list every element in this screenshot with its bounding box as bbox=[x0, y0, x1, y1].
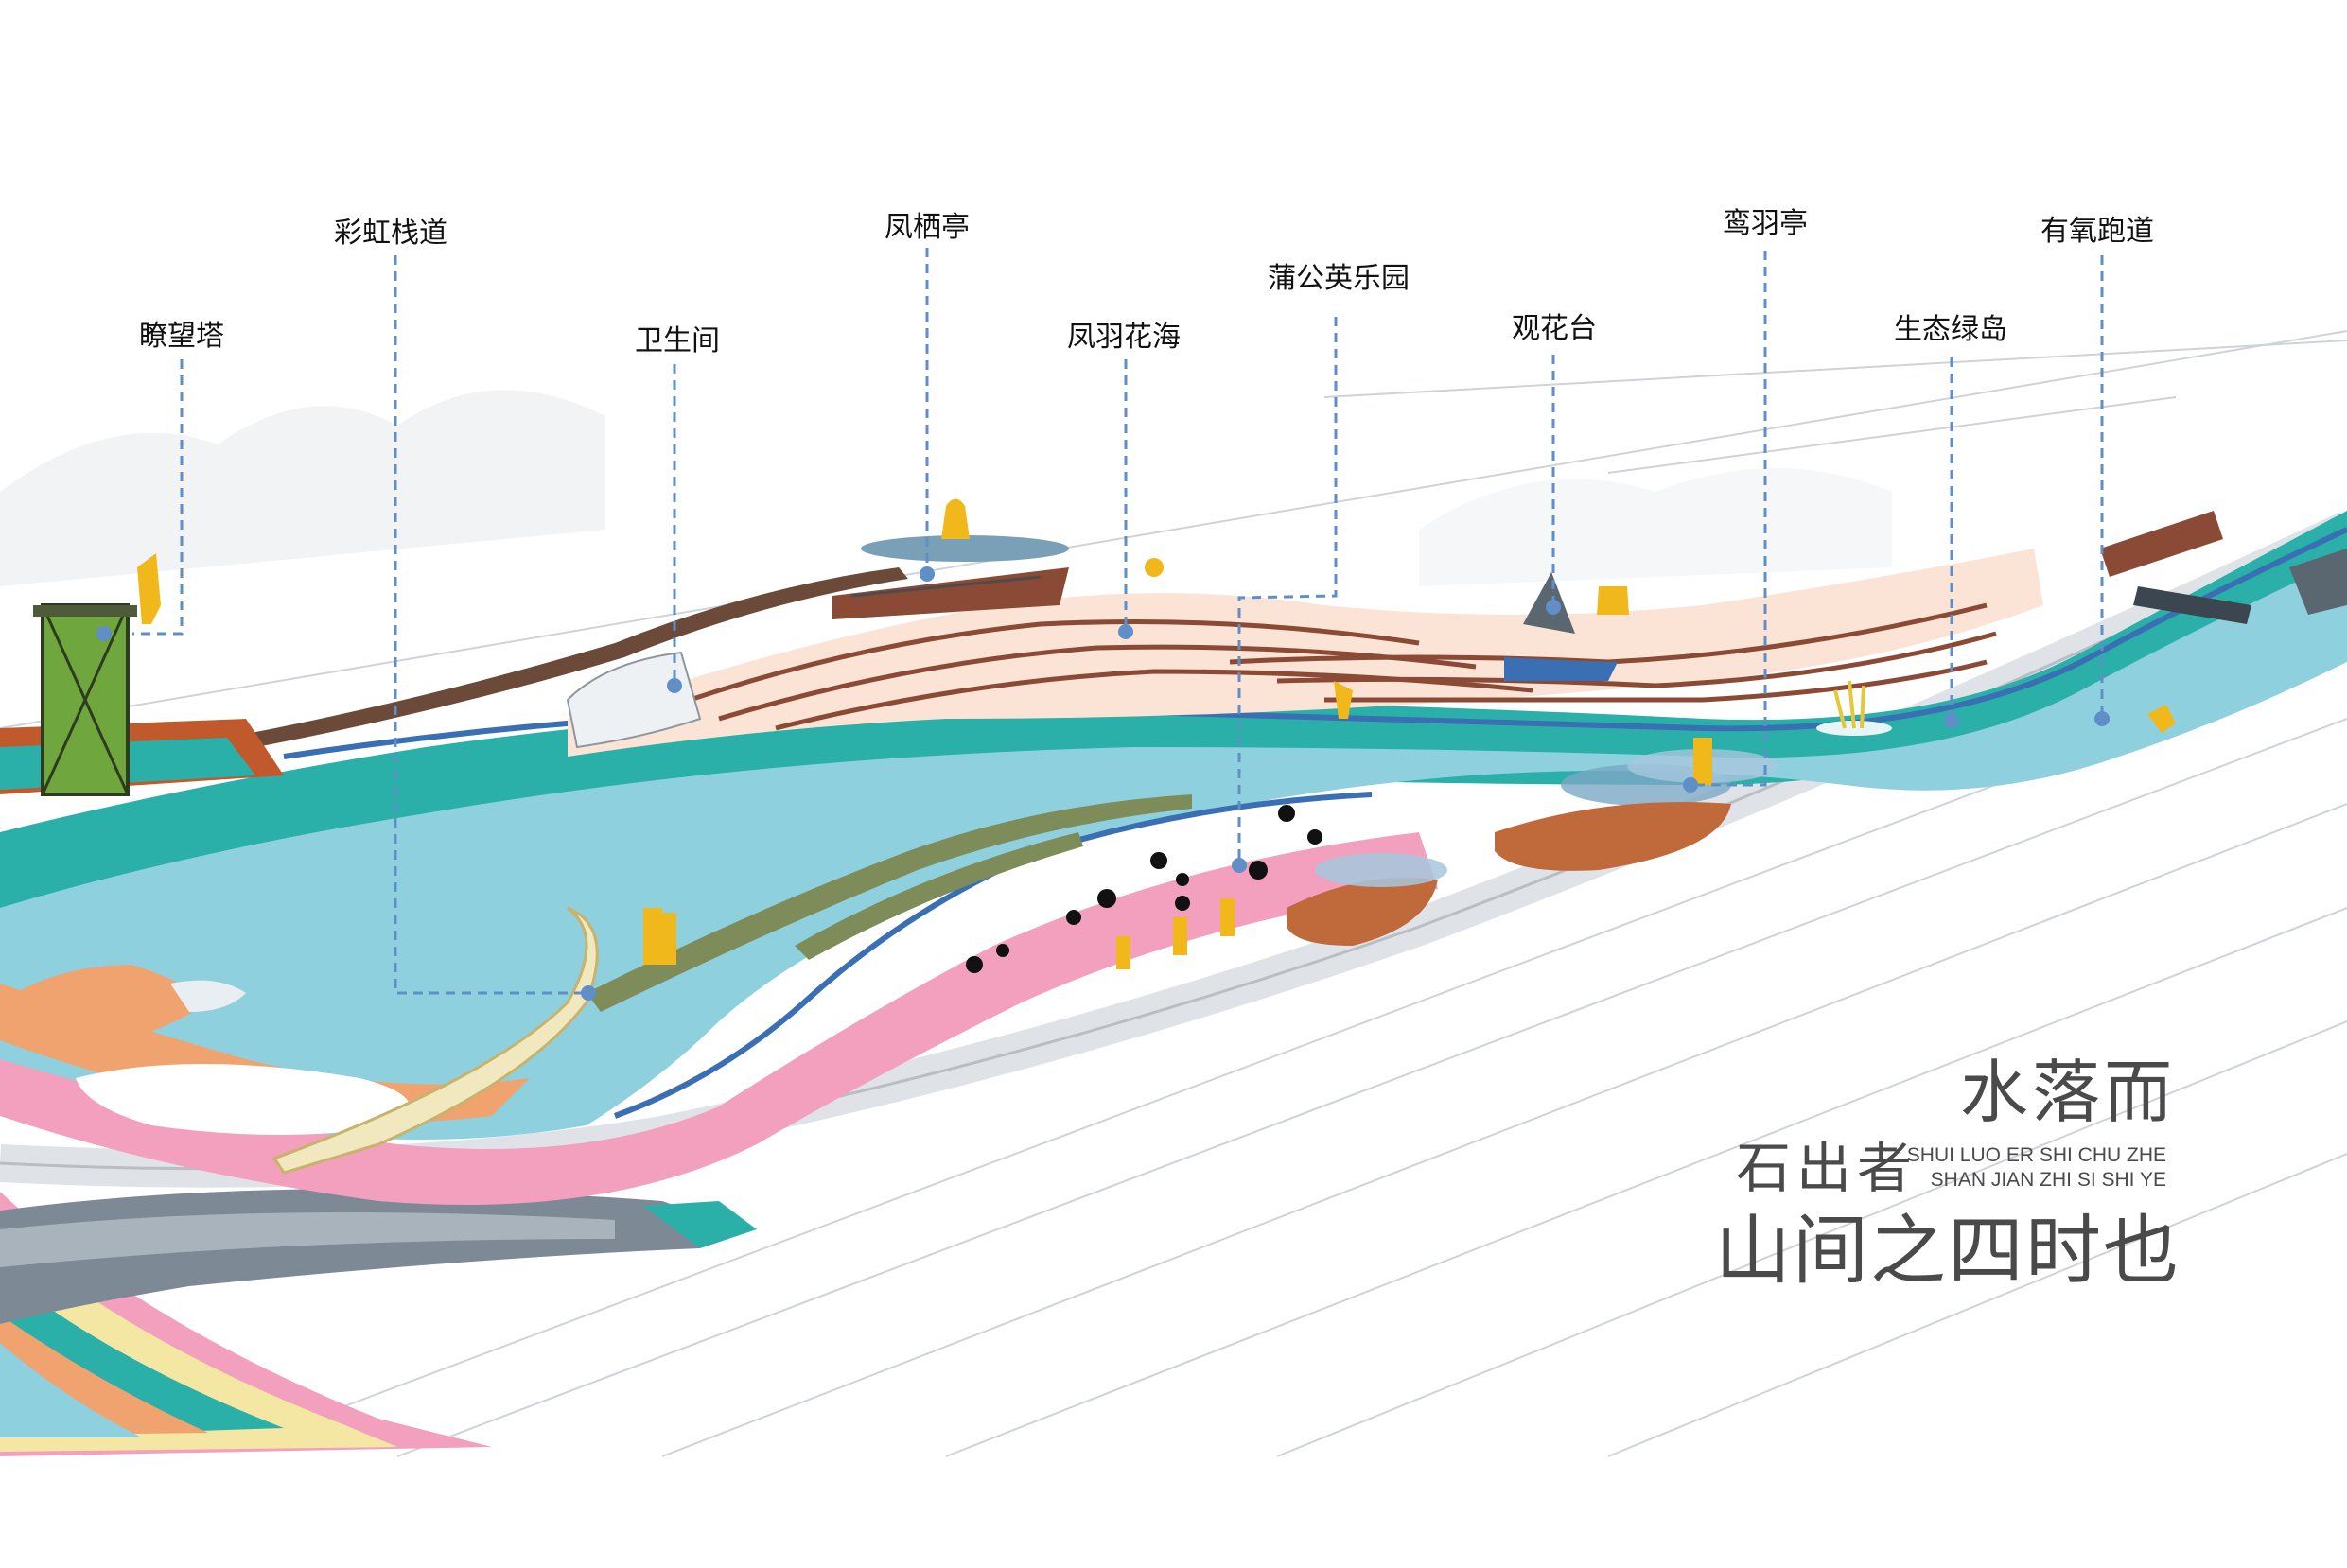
title-pinyin-1: SHUI LUO ER SHI CHU ZHE bbox=[1907, 1144, 2166, 1166]
label-flower-platform: 观花台 bbox=[1512, 312, 1597, 345]
observation-tower bbox=[0, 603, 284, 796]
curved-boardwalk bbox=[271, 794, 1192, 1175]
leader-lines bbox=[96, 248, 2110, 1001]
luanyu-pavilion-structure bbox=[1287, 749, 1778, 946]
fengqi-pavilion-structure bbox=[832, 535, 1069, 619]
label-rainbow-boardwalk: 彩虹栈道 bbox=[334, 217, 447, 250]
people-figures bbox=[137, 498, 2176, 969]
terraced-hills bbox=[227, 549, 2043, 757]
callout-labels: 瞭望塔 彩虹栈道 卫生间 凤栖亭 凤羽花海 蒲公英乐园 观花台 鸾羽亭 生态绿岛… bbox=[139, 207, 2154, 357]
color-bands bbox=[0, 1192, 492, 1456]
label-flower-sea: 凤羽花海 bbox=[1067, 321, 1181, 354]
label-dandelion-park: 蒲公英乐园 bbox=[1268, 262, 1410, 295]
title-line-2: 石出者 bbox=[1736, 1136, 1918, 1200]
dandelion-sculptures bbox=[966, 805, 1322, 973]
label-aerobic-track: 有氧跑道 bbox=[2040, 215, 2154, 248]
orange-island bbox=[0, 965, 246, 1050]
label-eco-island: 生态绿岛 bbox=[1894, 313, 2007, 346]
label-luanyu-pavilion: 鸾羽亭 bbox=[1723, 207, 1808, 240]
title-block: 水落而 石出者 SHUI LUO ER SHI CHU ZHE SHAN JIA… bbox=[1715, 1053, 2181, 1295]
title-line-3: 山间之四时也 bbox=[1715, 1207, 2181, 1295]
east-end-structures bbox=[2100, 511, 2347, 624]
lower-pavilion-building bbox=[0, 1189, 757, 1324]
title-line-1: 水落而 bbox=[1960, 1053, 2176, 1132]
title-pinyin-2: SHAN JIAN ZHI SI SHI YE bbox=[1931, 1169, 2166, 1191]
restroom-building bbox=[566, 651, 702, 749]
background-mountains bbox=[0, 390, 1892, 586]
label-fengqi-pavilion: 凤栖亭 bbox=[885, 211, 970, 244]
label-restroom: 卫生间 bbox=[635, 324, 720, 357]
label-tower: 瞭望塔 bbox=[139, 320, 224, 353]
eco-island-structure bbox=[1816, 680, 1892, 736]
